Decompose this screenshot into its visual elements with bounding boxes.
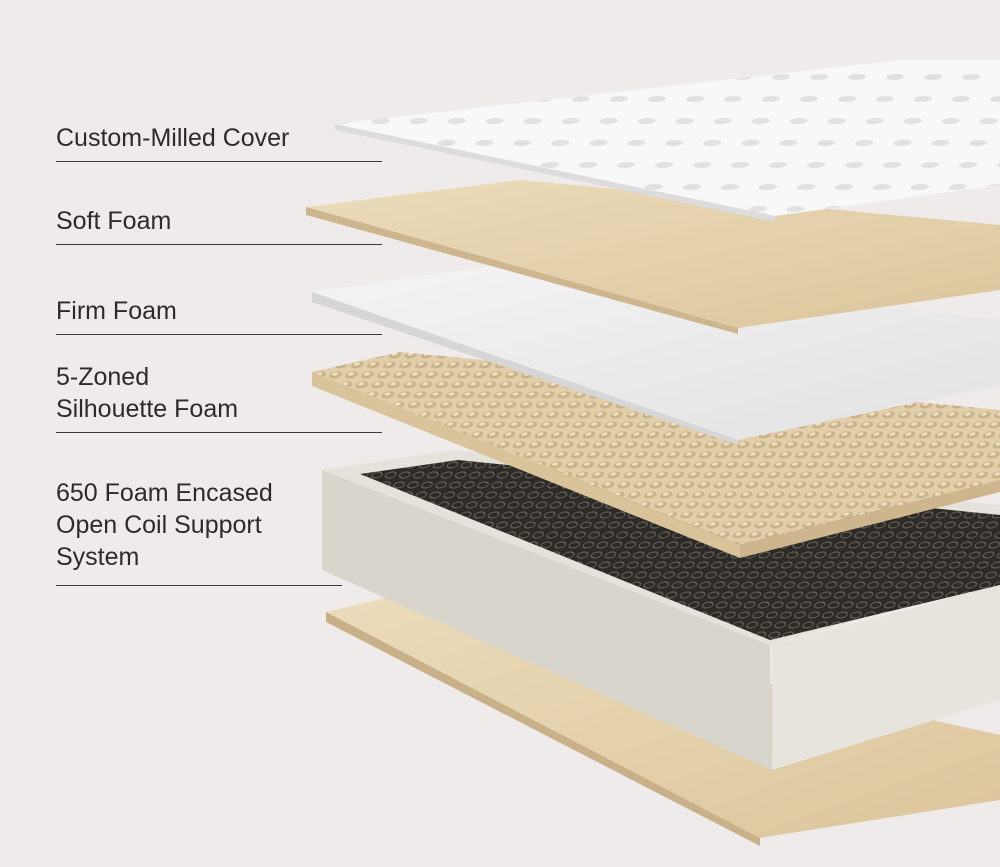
divider-zoned-foam [56, 432, 382, 433]
divider-firm-foam [56, 334, 382, 335]
label-soft-foam: Soft Foam [56, 207, 172, 235]
cover-layer [335, 60, 1000, 222]
soft-foam-layer [306, 180, 1000, 334]
label-zoned-foam: 5-Zoned Silhouette Foam [56, 363, 239, 423]
divider-coil-system [56, 585, 342, 586]
divider-cover [56, 161, 382, 162]
label-coil-system: 650 Foam Encased Open Coil Support Syste… [56, 479, 273, 571]
divider-soft-foam [56, 244, 382, 245]
label-cover: Custom-Milled Cover [56, 124, 290, 152]
label-firm-foam: Firm Foam [56, 297, 177, 325]
